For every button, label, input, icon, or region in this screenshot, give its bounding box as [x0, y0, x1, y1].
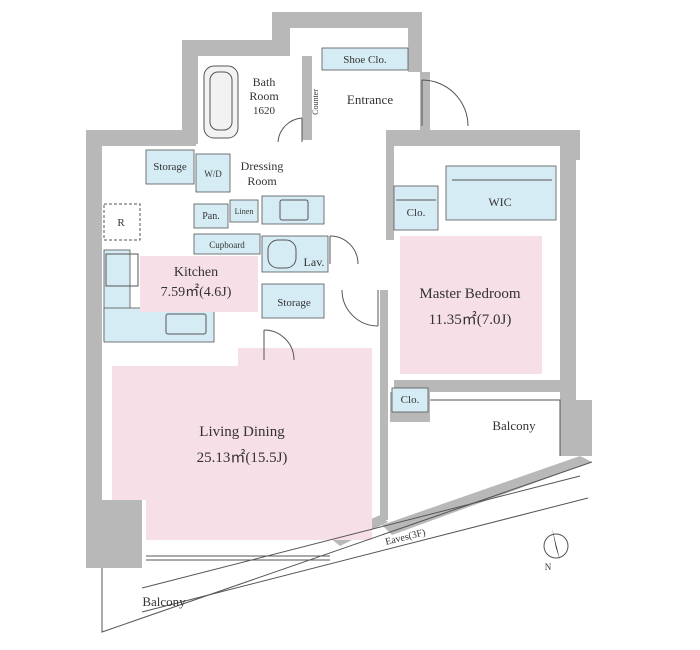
dressing-room-label-1: Dressing — [241, 159, 284, 173]
labels: Bath Room 1620 Shoe Clo. Entrance Counte… — [117, 54, 536, 609]
rooms — [112, 236, 542, 540]
living-dining-floor — [112, 348, 372, 540]
wall-balcony-right — [576, 400, 592, 456]
kitchen-sink — [165, 313, 207, 335]
refrigerator-box — [103, 203, 141, 241]
dressing-counter — [261, 195, 325, 225]
linen-label: Linen — [235, 207, 254, 216]
kitchen-area: 7.59㎡(4.6J) — [161, 284, 232, 300]
pantry-area — [193, 203, 229, 229]
wall-top-left — [86, 130, 196, 146]
closet-upper-area — [393, 185, 439, 231]
living-dining-area: 25.13㎡(15.5J) — [197, 449, 288, 466]
wall-top-bath — [182, 40, 278, 56]
eaves-line-1 — [141, 475, 581, 589]
lav-label: Lav. — [304, 255, 325, 269]
wall-top-entrance — [272, 12, 420, 28]
stove — [105, 253, 139, 287]
north-pointer — [552, 528, 560, 560]
storage-top-label: Storage — [153, 161, 187, 173]
wall-bath-left — [182, 40, 198, 144]
north-arrow: N — [543, 528, 569, 572]
wall-entrance-right — [420, 72, 430, 130]
balcony-bottom-label: Balcony — [142, 594, 186, 609]
door-bedroom — [341, 289, 379, 327]
closet-lower-label: Clo. — [401, 394, 420, 406]
fixtures — [101, 65, 593, 633]
cupboard-label: Cupboard — [209, 240, 245, 250]
wall-top-right-notch — [408, 12, 422, 72]
door-bath — [277, 117, 303, 143]
balcony-right-outline — [430, 399, 561, 456]
lav-sink-area — [261, 235, 329, 273]
bathtub-inner — [209, 71, 233, 131]
bathtub — [203, 65, 239, 139]
wall-right-upper — [386, 130, 580, 146]
wall-right-side — [560, 146, 576, 456]
shoe-closet-area — [321, 47, 409, 71]
dressing-basin — [279, 199, 309, 221]
closet-upper-label: Clo. — [407, 207, 426, 219]
bath-room-label-2: Room — [249, 89, 279, 103]
door-lav — [329, 235, 359, 265]
entrance-label: Entrance — [347, 92, 393, 107]
storage-mid-label: Storage — [277, 297, 311, 309]
wd-label: W/D — [204, 169, 222, 179]
wall-bath-right — [302, 56, 312, 140]
dressing-room-label-2: Room — [247, 174, 277, 188]
toilet — [267, 239, 297, 269]
wic-label: WIC — [488, 195, 511, 209]
closet-lower-area — [391, 387, 429, 413]
kitchen-counter-bottom — [103, 307, 215, 343]
counter-label: Counter — [311, 89, 320, 115]
refrigerator-label: R — [117, 217, 125, 229]
bath-room-label-1: Bath — [253, 75, 276, 89]
storage-top-area — [145, 149, 195, 185]
balcony-bottom-outline — [101, 461, 593, 633]
wall-bottom-pillar — [102, 500, 142, 568]
wall-balcony-diagonal — [382, 456, 592, 535]
storage-mid-area — [261, 283, 325, 319]
north-label: N — [545, 562, 552, 572]
pantry-label: Pan. — [202, 211, 220, 222]
living-dining-name: Living Dining — [199, 424, 285, 440]
wall-bedroom-bottom — [394, 380, 560, 392]
eaves-line-2 — [141, 497, 589, 613]
kitchen-floor — [140, 256, 258, 312]
cupboard-area — [193, 233, 261, 255]
bath-room-label-3: 1620 — [253, 105, 276, 117]
wall-center-lower — [380, 290, 388, 520]
linen-area — [229, 199, 259, 223]
wall-center — [386, 130, 394, 240]
master-bedroom-name: Master Bedroom — [419, 286, 521, 302]
door-ld — [263, 329, 295, 361]
wd-area — [195, 153, 231, 193]
shoe-closet-label: Shoe Clo. — [343, 54, 387, 66]
wic-area — [445, 165, 557, 221]
wall-left — [86, 130, 102, 568]
door-entrance — [421, 79, 469, 127]
master-bedroom-area: 11.35㎡(7.0J) — [429, 311, 512, 328]
kitchen-name: Kitchen — [174, 265, 218, 280]
balcony-right-label: Balcony — [492, 418, 536, 433]
master-bedroom-floor — [400, 236, 542, 374]
